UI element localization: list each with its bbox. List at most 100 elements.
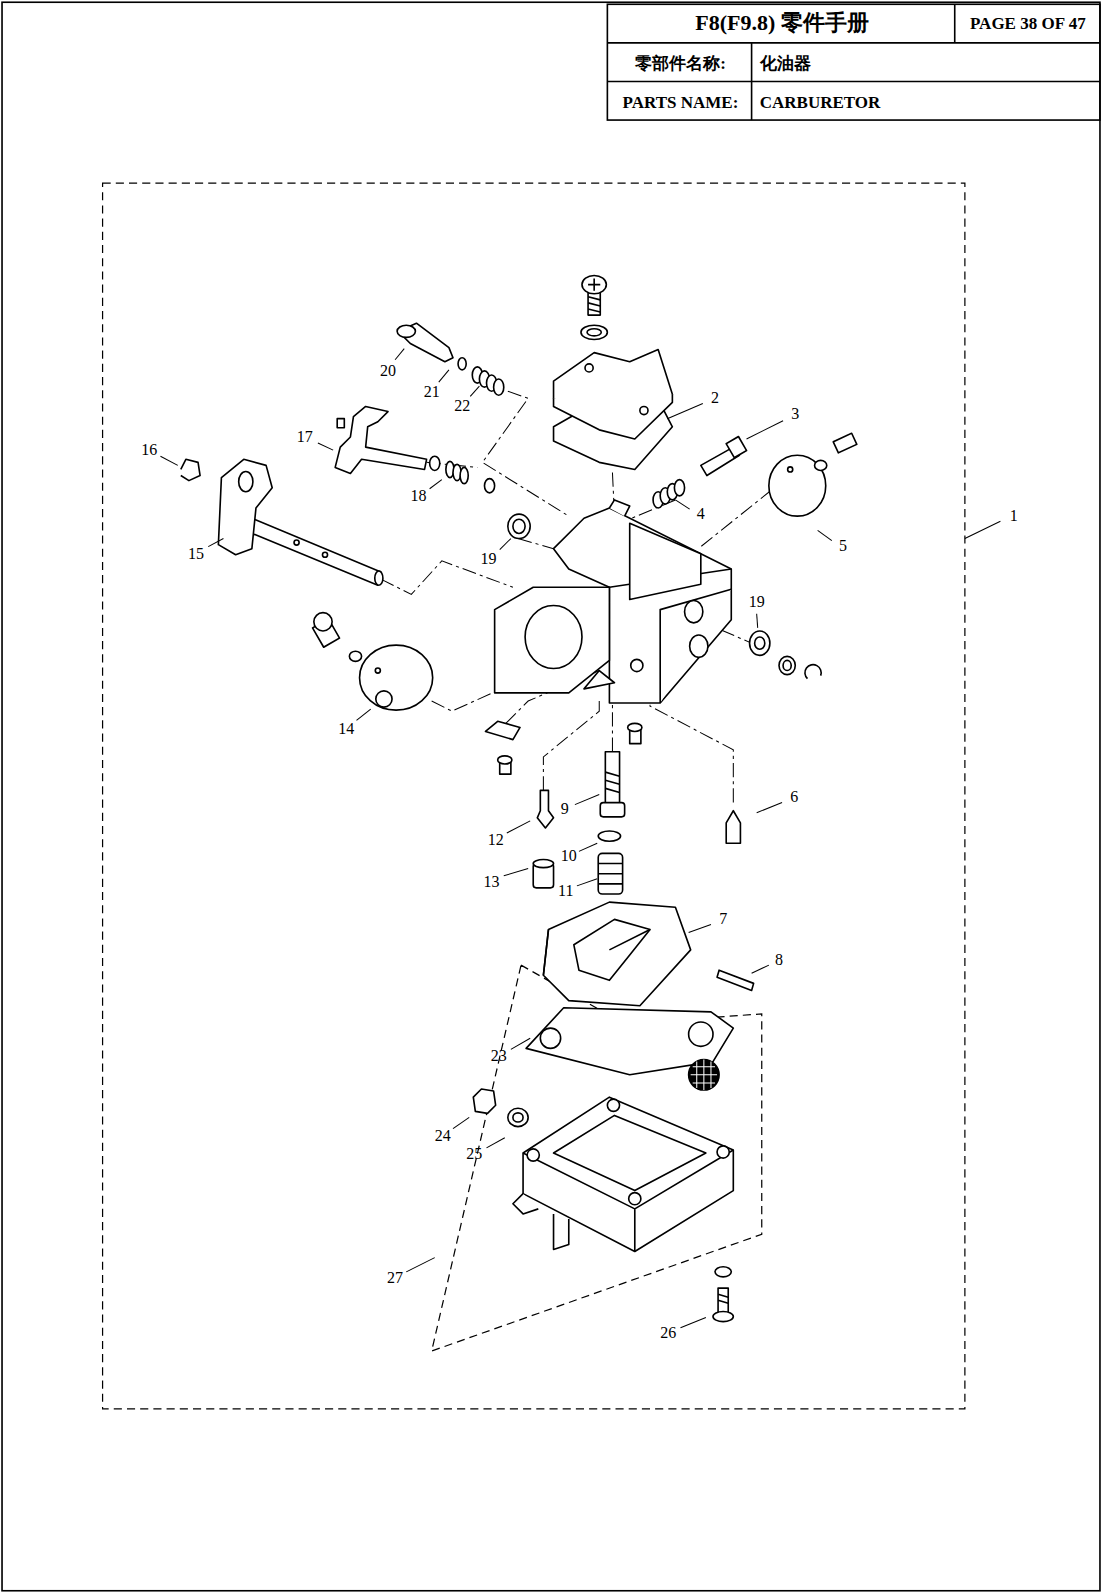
part-outline bbox=[540, 1028, 560, 1048]
part-outline bbox=[598, 831, 620, 841]
assembly-line bbox=[612, 701, 613, 752]
part-outline bbox=[543, 902, 690, 1006]
assembly-line bbox=[482, 391, 568, 516]
leader-line bbox=[752, 965, 769, 973]
part-outline bbox=[605, 772, 619, 792]
part-outline bbox=[598, 864, 622, 884]
callout-number: 19 bbox=[749, 594, 765, 610]
assembly-line bbox=[381, 391, 772, 802]
table-cell: PAGE 38 OF 47 bbox=[970, 15, 1086, 32]
leader-line bbox=[500, 539, 511, 550]
leader-line bbox=[577, 879, 597, 886]
part-outline bbox=[805, 665, 821, 679]
part-outline bbox=[713, 1311, 733, 1321]
callout-number: 14 bbox=[338, 721, 354, 737]
callout-number: 22 bbox=[454, 398, 470, 414]
callout-number: 23 bbox=[491, 1048, 507, 1064]
page-title: F8(F9.8) 零件手册 bbox=[695, 12, 869, 34]
part-outline bbox=[588, 297, 600, 312]
part-outline bbox=[533, 859, 553, 867]
part-outline bbox=[630, 523, 701, 599]
table-cell: 零部件名称: bbox=[635, 54, 726, 71]
part-outline bbox=[629, 1193, 641, 1205]
callout-number: 21 bbox=[424, 384, 440, 400]
part-outline bbox=[609, 500, 629, 516]
part-outline bbox=[495, 587, 610, 693]
leader-line bbox=[818, 530, 832, 540]
table-cell: CARBURETOR bbox=[760, 93, 881, 110]
page-frame bbox=[751, 43, 753, 120]
part-outline bbox=[685, 600, 703, 622]
leader-line bbox=[430, 480, 442, 489]
part-outline bbox=[245, 516, 381, 585]
part-outline bbox=[717, 970, 754, 990]
part-outline bbox=[726, 811, 740, 844]
part-outline bbox=[460, 467, 468, 483]
part-outline bbox=[537, 790, 553, 828]
part-outline bbox=[609, 930, 650, 950]
callout-number: 24 bbox=[435, 1128, 451, 1144]
callout-number: 6 bbox=[790, 789, 798, 805]
callout-number: 26 bbox=[660, 1325, 676, 1341]
part-outline bbox=[726, 437, 746, 458]
part-outline bbox=[494, 379, 504, 395]
page-frame bbox=[607, 4, 1100, 120]
leader-line bbox=[507, 821, 530, 833]
part-outline bbox=[360, 645, 433, 710]
part-outline bbox=[607, 1099, 619, 1111]
callout-number: 27 bbox=[387, 1270, 403, 1286]
part-outline bbox=[588, 279, 600, 291]
leader-line bbox=[757, 803, 782, 813]
assembly-boundary bbox=[432, 965, 762, 1351]
callout-number: 15 bbox=[188, 546, 204, 562]
part-outline bbox=[598, 853, 622, 894]
part-outline bbox=[582, 275, 606, 293]
part-outline bbox=[674, 480, 684, 496]
leader-line bbox=[356, 709, 370, 720]
part-outline bbox=[181, 275, 857, 1321]
part-outline bbox=[337, 419, 344, 428]
callout-number: 11 bbox=[558, 883, 573, 899]
leader-line bbox=[689, 924, 711, 932]
leader-line bbox=[318, 443, 333, 450]
part-outline bbox=[783, 660, 791, 670]
part-outline bbox=[322, 552, 327, 557]
part-outline bbox=[587, 329, 601, 336]
part-outline bbox=[376, 691, 392, 707]
leader-line bbox=[160, 349, 1000, 1328]
assembly-line bbox=[543, 701, 599, 790]
part-outline bbox=[554, 394, 673, 439]
table-cell: PARTS NAME: bbox=[623, 93, 739, 110]
leader-line bbox=[470, 386, 479, 396]
part-outline bbox=[484, 479, 494, 493]
part-outline bbox=[218, 459, 272, 554]
callout-number: 10 bbox=[561, 848, 577, 864]
leader-line bbox=[406, 1258, 434, 1272]
callout-number: 8 bbox=[775, 952, 783, 968]
callout-number: 20 bbox=[380, 363, 396, 379]
part-outline bbox=[335, 406, 426, 473]
part-outline bbox=[755, 637, 765, 649]
callout-number: 25 bbox=[466, 1146, 482, 1162]
part-outline bbox=[788, 467, 793, 472]
callout-number: 9 bbox=[561, 801, 569, 817]
callout-number: 7 bbox=[719, 911, 727, 927]
part-outline bbox=[718, 1288, 728, 1312]
leader-line bbox=[680, 1318, 705, 1328]
leader-line bbox=[579, 843, 597, 851]
callout-number: 2 bbox=[711, 390, 719, 406]
page-frame bbox=[954, 4, 956, 43]
part-outline bbox=[473, 1089, 495, 1113]
part-outline bbox=[581, 325, 607, 339]
leader-line bbox=[575, 794, 599, 804]
part-outline bbox=[349, 651, 361, 661]
part-outline bbox=[527, 1149, 539, 1161]
part-outline bbox=[513, 519, 525, 533]
part-outline bbox=[375, 571, 383, 585]
part-outline bbox=[640, 406, 648, 414]
callout-number: 16 bbox=[141, 442, 157, 458]
callout-number: 17 bbox=[297, 429, 313, 445]
